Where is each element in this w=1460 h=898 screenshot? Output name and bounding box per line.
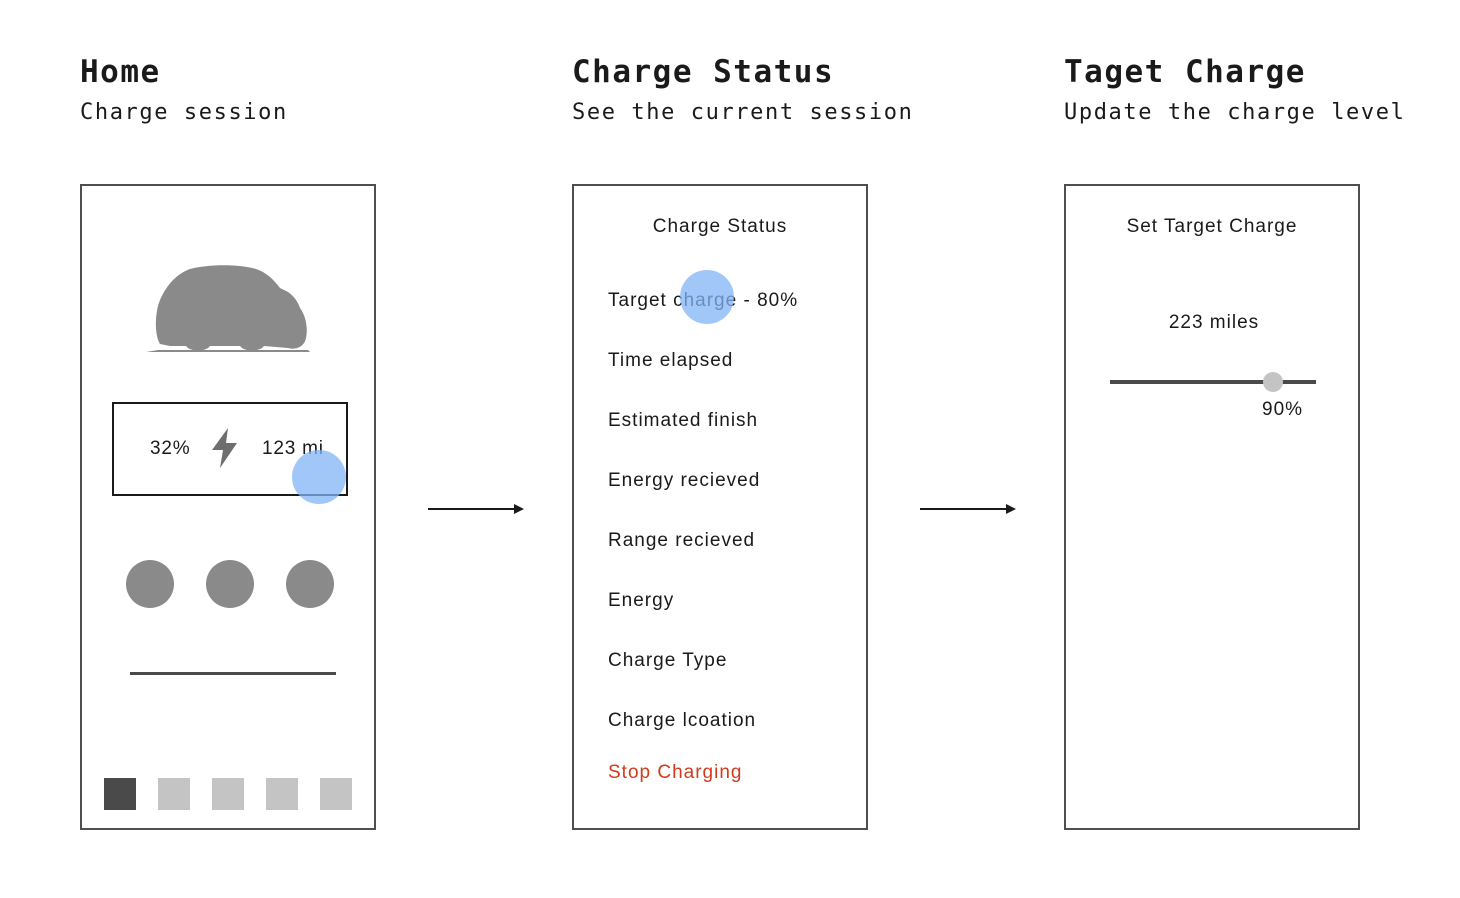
status-item-charge-type: Charge Type: [608, 650, 728, 671]
screen-title: Set Target Charge: [1126, 216, 1298, 237]
flow-arrow-icon: [920, 504, 1016, 514]
target-charge-slider[interactable]: [1110, 380, 1316, 384]
screen-title: Charge Status: [652, 216, 788, 237]
quick-action-button[interactable]: [206, 560, 254, 608]
heading-title: Charge Status: [572, 54, 835, 90]
lightning-bolt-icon: [212, 428, 237, 468]
quick-action-button[interactable]: [286, 560, 334, 608]
heading-title: Home: [80, 54, 161, 90]
slider-value: 90%: [1262, 399, 1304, 420]
heading-charge-status: Charge Status See the current session: [572, 52, 913, 128]
nav-item-4[interactable]: [266, 778, 298, 810]
divider: [130, 672, 336, 675]
heading-subtitle: See the current session: [572, 100, 914, 125]
heading-target-charge: Taget Charge Update the charge level: [1064, 52, 1405, 128]
status-item-charge-location: Charge lcoation: [608, 710, 757, 731]
car-silhouette-icon: [146, 265, 310, 352]
nav-item-2[interactable]: [158, 778, 190, 810]
heading-subtitle: Charge session: [80, 100, 288, 125]
charge-percent: 32%: [150, 438, 191, 459]
heading-subtitle: Update the charge level: [1064, 100, 1406, 125]
heading-title: Taget Charge: [1064, 54, 1306, 90]
quick-action-button[interactable]: [126, 560, 174, 608]
status-item-energy-received: Energy recieved: [608, 470, 761, 491]
flow-arrow-icon: [428, 504, 524, 514]
stop-charging-button[interactable]: Stop Charging: [608, 762, 743, 783]
home-screen: 32% 123 mi: [80, 184, 376, 830]
status-item-range-received: Range recieved: [608, 530, 756, 551]
nav-item-5[interactable]: [320, 778, 352, 810]
status-item-energy: Energy: [608, 590, 675, 611]
nav-item-3[interactable]: [212, 778, 244, 810]
touch-indicator: [292, 450, 346, 504]
touch-indicator: [680, 270, 734, 324]
status-item-time-elapsed: Time elapsed: [608, 350, 734, 371]
target-charge-screen: Set Target Charge 223 miles 90%: [1064, 184, 1360, 830]
charge-status-screen: Charge Status Target charge - 80% Time e…: [572, 184, 868, 830]
target-miles: 223 miles: [1168, 312, 1260, 333]
nav-item-1[interactable]: [104, 778, 136, 810]
charge-summary-card[interactable]: 32% 123 mi: [112, 402, 348, 496]
status-item-estimated-finish: Estimated finish: [608, 410, 759, 431]
heading-home: Home Charge session: [80, 52, 288, 128]
slider-handle[interactable]: [1263, 372, 1283, 392]
